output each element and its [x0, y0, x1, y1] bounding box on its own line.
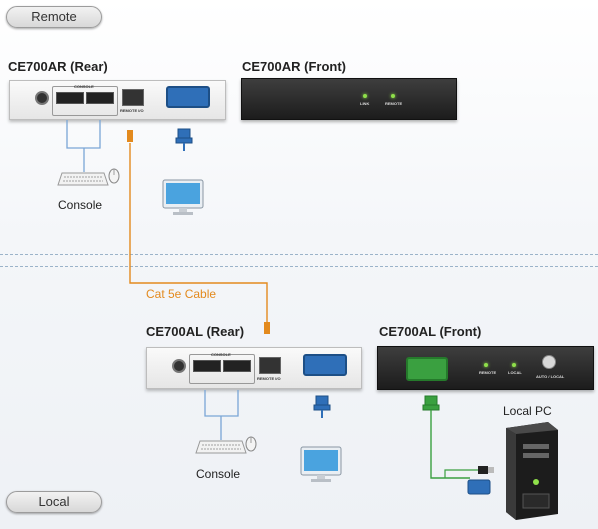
- link-led-icon: [363, 94, 367, 98]
- remote-section-label: Remote: [6, 6, 102, 28]
- ce700ar-front-title: CE700AR (Front): [242, 59, 347, 74]
- console-port-group: [189, 354, 255, 384]
- mouse-icon: [245, 436, 257, 452]
- remote-led-icon: [391, 94, 395, 98]
- ce700al-front-panel: REMOTE LOCAL AUTO / LOCAL: [377, 346, 594, 390]
- local-led-icon: [512, 363, 516, 367]
- link-led-label: LINK: [360, 101, 370, 106]
- cat5e-cable-label: Cat 5e Cable: [146, 287, 217, 301]
- ce700al-rear-title: CE700AL (Rear): [146, 324, 245, 339]
- mouse-icon: [108, 168, 120, 184]
- remote-io-port-label: REMOTE I/O: [257, 376, 281, 381]
- ce700ar-front-panel: LINK REMOTE: [241, 78, 457, 120]
- usb-port-icon: [56, 92, 84, 104]
- monitor-icon: [300, 446, 342, 482]
- remote-led-label: REMOTE: [479, 370, 497, 375]
- remote-io-port-label: REMOTE I/O: [120, 108, 144, 113]
- remote-console-caption: Console: [58, 198, 103, 212]
- vga-port-icon: [406, 357, 448, 381]
- section-divider-top: [0, 254, 598, 255]
- power-jack-icon: [172, 359, 186, 373]
- usb-port-icon: [223, 360, 251, 372]
- auto-local-button-label: AUTO / LOCAL: [536, 374, 565, 379]
- console-port-label: CONSOLE: [211, 352, 231, 357]
- vga-port-icon: [166, 86, 210, 108]
- usb-connector-icon: [478, 466, 494, 474]
- vga-connector-icon: [175, 128, 193, 151]
- local-console-caption: Console: [196, 467, 241, 481]
- ce700al-front-title: CE700AL (Front): [379, 324, 482, 339]
- keyboard-icon: [57, 172, 109, 186]
- power-jack-icon: [35, 91, 49, 105]
- ce700al-rear-panel: CONSOLE REMOTE I/O: [146, 347, 362, 389]
- pc-tower-icon: [506, 422, 558, 520]
- console-port-label: CONSOLE: [74, 84, 94, 89]
- keyboard-icon: [195, 440, 247, 454]
- ce700ar-rear-title: CE700AR (Rear): [8, 59, 108, 74]
- vga-port-icon: [303, 354, 347, 376]
- remote-led-label: REMOTE: [385, 101, 403, 106]
- vga-connector-icon: [313, 395, 331, 418]
- local-led-label: LOCAL: [508, 370, 522, 375]
- local-section-label: Local: [6, 491, 102, 513]
- monitor-icon: [162, 179, 204, 215]
- usb-port-icon: [86, 92, 114, 104]
- usb-port-icon: [193, 360, 221, 372]
- rj45-port-icon: [259, 357, 281, 374]
- rj45-port-icon: [122, 89, 144, 106]
- auto-local-button: [542, 355, 556, 369]
- ce700ar-rear-panel: CONSOLE REMOTE I/O: [9, 80, 226, 120]
- section-divider-bottom: [0, 266, 598, 267]
- vga-connector-icon: [467, 479, 491, 495]
- local-pc-caption: Local PC: [503, 404, 552, 418]
- remote-led-icon: [484, 363, 488, 367]
- console-port-group: [52, 86, 118, 116]
